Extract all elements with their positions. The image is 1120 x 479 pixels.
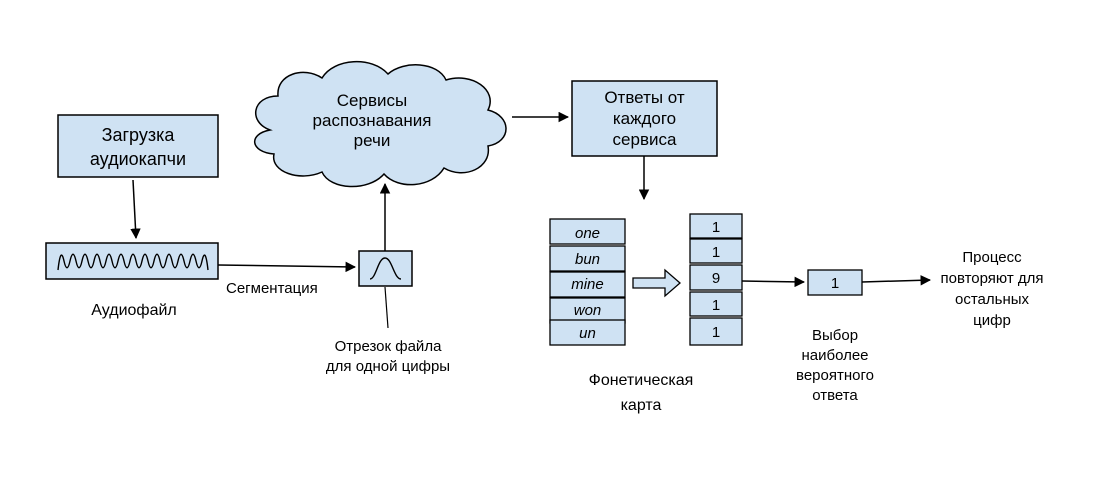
- digit-cell: [689, 264, 743, 291]
- result-label-line3: вероятного: [796, 367, 874, 384]
- arrow-digits-to-result: [741, 276, 806, 288]
- responses-label-line2: каждого: [613, 109, 676, 128]
- repeat-label-line4: цифр: [973, 312, 1011, 329]
- result-label-line1: Выбор: [812, 327, 858, 344]
- word-cell: [549, 218, 626, 245]
- word-cell: [549, 271, 626, 298]
- word-cell: [549, 319, 626, 346]
- result-node: 1: [807, 269, 863, 296]
- segment-label-line1: Отрезок файла: [335, 338, 442, 355]
- sine-wave-icon: [369, 257, 402, 280]
- cloud-icon: [253, 61, 507, 188]
- digit-cell-text: 1: [712, 244, 720, 261]
- digit-cell: [689, 317, 743, 346]
- digit-cell: [689, 238, 743, 264]
- arrow-audio-to-segment: [217, 261, 357, 273]
- result-label-line4: ответа: [812, 387, 858, 404]
- responses-node: Ответы от каждого сервиса: [571, 80, 718, 157]
- segment-callout-line: [384, 286, 389, 329]
- load-captcha-node: Загрузка аудиокапчи: [57, 114, 219, 178]
- segment-node: [358, 250, 413, 287]
- phonetic-map-label-line1: Фонетическая: [589, 372, 694, 389]
- digit-cell-text: 1: [712, 219, 720, 236]
- word-cell-text: won: [574, 302, 602, 319]
- services-label-line2: распознавания: [313, 111, 432, 130]
- word-cell-text: bun: [575, 251, 600, 268]
- waveform-icon: [57, 253, 209, 271]
- digit-cell-text: 1: [712, 324, 720, 341]
- responses-label-line3: сервиса: [613, 130, 677, 149]
- word-cell-text: one: [575, 225, 600, 242]
- services-label-line1: Сервисы: [337, 91, 407, 110]
- repeat-label-line1: Процесс: [962, 249, 1022, 266]
- audio-file-node: [45, 242, 219, 280]
- services-label-line3: речи: [354, 131, 391, 150]
- word-cell-text: un: [579, 325, 596, 342]
- word-cell-text: mine: [571, 276, 604, 293]
- digit-cell: [689, 213, 743, 239]
- result-value: 1: [831, 275, 839, 292]
- segment-label-line2: для одной цифры: [326, 358, 450, 375]
- result-label-line2: наиболее: [801, 347, 868, 364]
- load-captcha-label-line2: аудиокапчи: [90, 149, 186, 169]
- audio-file-label: Аудиофайл: [91, 302, 176, 319]
- speech-services-cloud: Сервисы распознавания речи: [253, 61, 507, 188]
- block-arrow-icon: [632, 268, 681, 298]
- responses-label-line1: Ответы от: [604, 88, 685, 107]
- load-captcha-label-line1: Загрузка: [102, 125, 176, 145]
- phonetic-map-label-line2: карта: [621, 397, 662, 414]
- digit-cell-text: 9: [712, 270, 720, 287]
- repeat-label-line2: повторяют для: [940, 270, 1043, 287]
- word-cell: [549, 245, 626, 272]
- digit-cell-text: 1: [712, 297, 720, 314]
- arrow-load-to-audio: [130, 179, 141, 240]
- repeat-label-line3: остальных: [955, 291, 1030, 308]
- digit-cell: [689, 291, 743, 317]
- arrow-result-to-repeat: [861, 275, 932, 286]
- phonetic-word-list: one bun mine won un: [549, 218, 626, 346]
- digit-column: 1 1 9 1 1: [689, 213, 743, 346]
- segmentation-label: Сегментация: [226, 280, 318, 297]
